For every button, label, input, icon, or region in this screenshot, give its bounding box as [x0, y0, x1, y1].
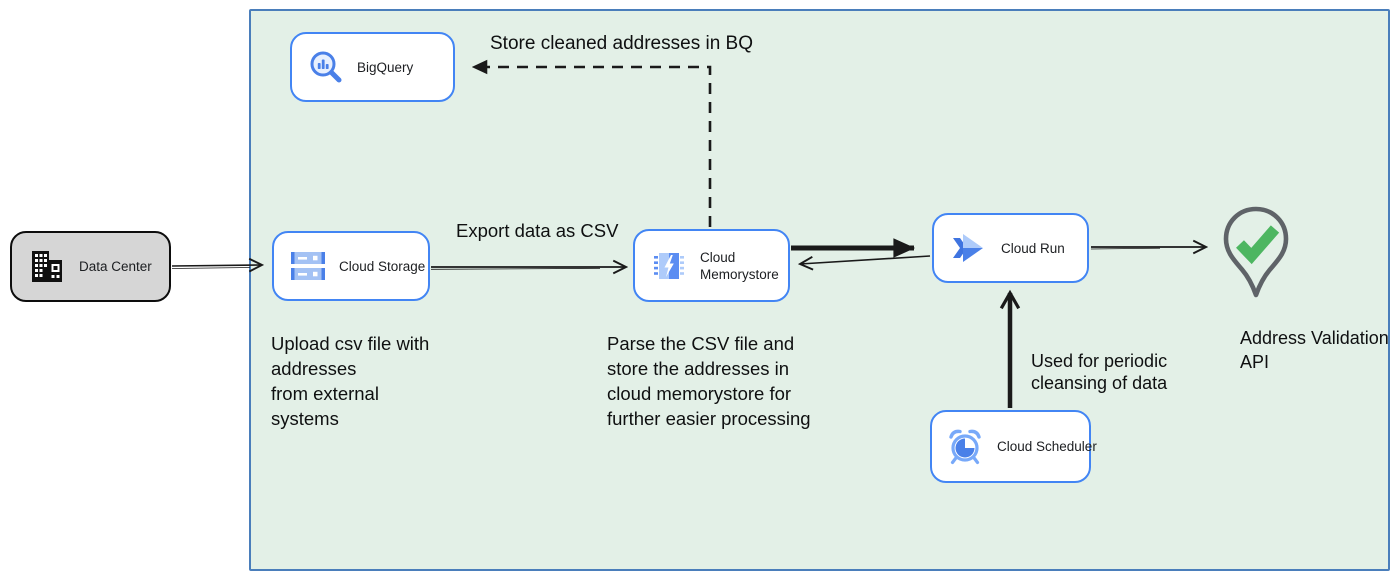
- node-address-validation-api[interactable]: [1221, 206, 1291, 313]
- node-label: Cloud Run: [1001, 240, 1065, 256]
- gcp-boundary-box: [249, 9, 1390, 571]
- note-periodic-cleansing: Used for periodic cleansing of data: [1031, 351, 1168, 393]
- cloud-run-chevrons-icon: [953, 234, 983, 262]
- node-label: Cloud Memorystore: [700, 249, 779, 282]
- storage-buckets-icon: [291, 252, 325, 280]
- map-pin-check-icon: [1223, 206, 1289, 298]
- node-label: Cloud Storage: [339, 258, 426, 274]
- building-icon: [32, 250, 62, 282]
- memory-chip-icon: [654, 252, 684, 279]
- edge-cloudrun-to-memorystore-return: [800, 255, 931, 264]
- node-data-center[interactable]: Data Center: [10, 231, 171, 302]
- label-export-data-csv: Export data as CSV: [456, 220, 619, 241]
- node-label: Cloud Scheduler: [997, 439, 1097, 454]
- node-cloud-memorystore[interactable]: Cloud Memorystore: [633, 229, 790, 302]
- label-store-cleaned-addresses: Store cleaned addresses in BQ: [490, 33, 753, 54]
- node-label: BigQuery: [357, 59, 414, 75]
- edge-memorystore-to-bigquery-dashed: [474, 67, 712, 227]
- node-label-address-validation: Address Validation API: [1240, 328, 1389, 372]
- node-bigquery[interactable]: BigQuery: [290, 32, 455, 102]
- edge-datacenter-to-storage: [171, 265, 262, 266]
- note-parse-csv: Parse the CSV file and store the address…: [607, 333, 811, 429]
- alarm-clock-icon: [949, 429, 981, 465]
- edge-datacenter-to-storage-sketch: [171, 267, 251, 269]
- note-upload-csv: Upload csv file with addresses from exte…: [271, 333, 430, 429]
- edge-cloudrun-to-validation-sketch: [1090, 247, 1161, 250]
- node-label: Data Center: [79, 259, 152, 274]
- bigquery-magnifier-icon: [310, 51, 342, 83]
- node-cloud-scheduler[interactable]: Cloud Scheduler: [930, 410, 1097, 483]
- node-cloud-run[interactable]: Cloud Run: [932, 213, 1089, 283]
- node-cloud-storage[interactable]: Cloud Storage: [272, 231, 430, 301]
- edge-storage-to-memorystore-sketch: [430, 267, 601, 270]
